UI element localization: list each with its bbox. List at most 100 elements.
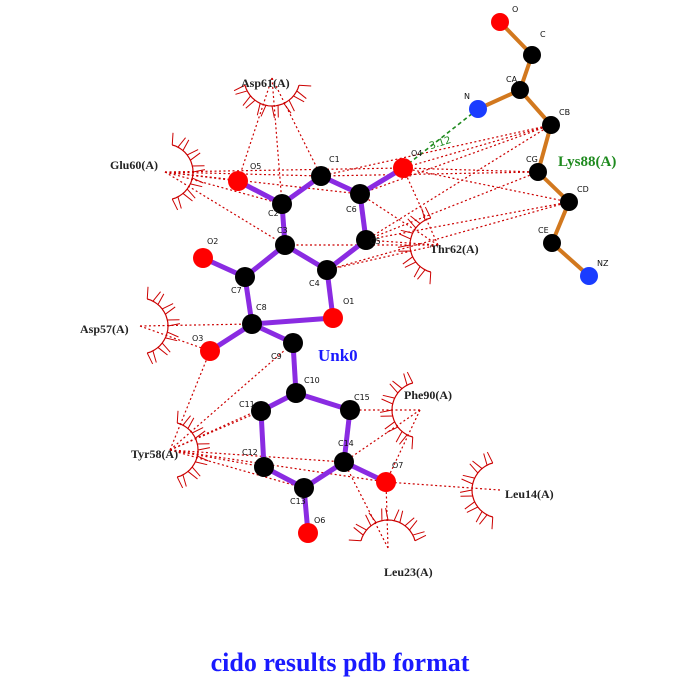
- contact-arc-spoke: [146, 352, 154, 365]
- ligand-atom-label: O4: [411, 149, 422, 158]
- ligand-atom: [200, 341, 220, 361]
- ligand-atom: [286, 383, 306, 403]
- contact-arc-spoke: [288, 99, 295, 112]
- hydrophobic-contact-arcs: [146, 84, 494, 542]
- hbond-line: [402, 108, 479, 169]
- contact-arc-spoke: [182, 193, 193, 202]
- ligand-atom: [376, 472, 396, 492]
- contact-line: [139, 323, 253, 327]
- contact-line: [271, 77, 283, 205]
- contact-residue-label: Asp57(A): [80, 322, 129, 336]
- ligand-atom-label: C5: [370, 237, 381, 246]
- contact-arc-spoke: [182, 139, 190, 151]
- hydrophobic-contact-lines: [139, 77, 570, 549]
- contact-arc-spoke: [192, 169, 206, 173]
- contact-arc-spoke: [186, 149, 199, 156]
- contact-arc-spoke: [152, 350, 157, 363]
- residue-atom: [523, 46, 541, 64]
- contact-line: [365, 239, 439, 246]
- ligand-atom: [272, 194, 292, 214]
- contact-arc-spoke: [417, 269, 426, 280]
- contact-arc-spoke: [469, 463, 479, 474]
- contact-line: [164, 171, 361, 195]
- contact-arc-spoke: [157, 347, 168, 356]
- ligand-atom-label: C2: [268, 209, 279, 218]
- contact-arc-spoke: [161, 342, 171, 353]
- contact-line: [385, 481, 389, 549]
- residue-atom-label: CB: [559, 108, 570, 117]
- contact-arc-spoke: [167, 331, 179, 338]
- contact-line: [359, 193, 439, 246]
- contact-arc-spoke: [472, 460, 483, 469]
- residue-atom: [469, 100, 487, 118]
- contact-arc-spoke: [186, 188, 196, 199]
- contact-arc-spoke: [399, 434, 408, 445]
- contact-arc-spoke: [399, 510, 404, 523]
- contact-arc-spoke: [195, 430, 206, 439]
- contact-arc-spoke: [382, 394, 395, 399]
- ligand-atom: [294, 478, 314, 498]
- ligand-atom: [298, 523, 318, 543]
- contact-arc-spoke: [424, 206, 432, 219]
- residue-atom-label: CA: [506, 75, 518, 84]
- contact-line: [169, 449, 305, 489]
- contact-arc-spoke: [486, 451, 494, 464]
- atom-labels: O5C1C6O4C2C3C5C4O2C7C8O1O3C9C10C11C15C12…: [192, 5, 609, 525]
- contact-arc-spoke: [475, 511, 483, 523]
- contact-arc-spoke: [176, 476, 184, 489]
- contact-line: [320, 124, 552, 177]
- contact-arc-spoke: [381, 398, 393, 405]
- contact-arc-spoke: [195, 461, 208, 466]
- ligand-atom: [393, 158, 413, 178]
- contact-arc-spoke: [167, 323, 181, 327]
- contact-arc-spoke: [165, 306, 176, 315]
- ligand-atom-label: C3: [277, 226, 288, 235]
- ligand-atom-label: C1: [329, 155, 340, 164]
- contact-line: [365, 171, 539, 241]
- ligand-atom-label: C8: [256, 303, 267, 312]
- contact-residue-label: Phe90(A): [404, 388, 452, 402]
- ligand-atom-label: O6: [314, 516, 325, 525]
- contact-arc-spoke: [171, 132, 174, 145]
- contact-arc-spoke: [386, 426, 399, 433]
- contact-line: [402, 124, 552, 169]
- contact-arc-spoke: [191, 466, 201, 477]
- residue-atom: [491, 13, 509, 31]
- contact-arc-spoke: [245, 99, 256, 109]
- contact-arc-spoke: [187, 417, 195, 429]
- contact-line: [169, 410, 262, 451]
- contact-arc-spoke: [379, 409, 393, 413]
- contact-arc-spoke: [483, 453, 488, 466]
- residue-atom: [511, 81, 529, 99]
- contact-residue-label: Asp61(A): [241, 76, 290, 90]
- contact-arc-spoke: [393, 509, 400, 521]
- contact-line: [359, 124, 552, 195]
- ligand-atom-label: C6: [346, 205, 357, 214]
- contact-line: [169, 342, 294, 451]
- contact-line: [237, 77, 273, 182]
- ligand-atom-label: C15: [354, 393, 370, 402]
- contact-arc-spoke: [397, 244, 411, 248]
- contact-arc-spoke: [348, 539, 361, 542]
- contact-arc-spoke: [192, 177, 204, 184]
- contact-arc-spoke: [177, 196, 182, 209]
- contact-arc-spoke: [293, 95, 305, 103]
- contact-arc-spoke: [403, 373, 408, 386]
- atoms: [193, 13, 598, 543]
- contact-line: [164, 171, 286, 246]
- contact-line: [320, 171, 539, 177]
- contact-arc-spoke: [171, 198, 179, 211]
- contact-arc-spoke: [412, 531, 425, 536]
- ligand-atom: [251, 401, 271, 421]
- caption: cido results pdb format: [210, 648, 470, 677]
- residue-atom: [529, 163, 547, 181]
- ligand-atom-label: C14: [338, 439, 354, 448]
- contact-line: [402, 167, 570, 203]
- contact-arc-spoke: [407, 218, 417, 229]
- contact-arc-spoke: [299, 84, 312, 87]
- contact-arc-spoke: [479, 514, 488, 525]
- contact-arc-spoke: [182, 415, 191, 426]
- contact-arc-spoke: [242, 95, 251, 106]
- contact-arc-spoke: [157, 293, 165, 305]
